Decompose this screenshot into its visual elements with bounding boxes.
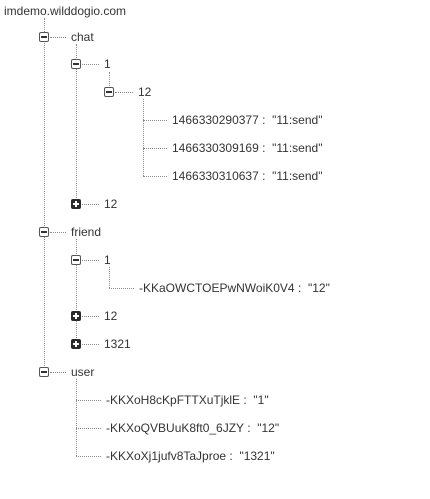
root-label[interactable]: imdemo.wilddogio.com bbox=[4, 4, 127, 18]
tree-line bbox=[82, 344, 99, 345]
list-item: -KKaOWCTOEPwNWoiK0V4 : "12" bbox=[139, 281, 330, 295]
leaf-key[interactable]: 1466330309169 bbox=[172, 141, 259, 155]
tree-line bbox=[76, 456, 101, 457]
chat-1-12-node-label[interactable]: 12 bbox=[138, 85, 152, 99]
tree-line bbox=[115, 92, 133, 93]
tree-line bbox=[76, 44, 77, 204]
chat-1-node-label[interactable]: 1 bbox=[104, 57, 111, 71]
tree-line bbox=[44, 18, 45, 372]
chat-1-collapse-toggle[interactable] bbox=[71, 59, 81, 69]
list-item: -KKXoXj1jufv8TaJproe : "1321" bbox=[106, 449, 275, 463]
friend-12-expand-toggle[interactable] bbox=[71, 311, 81, 321]
tree-line bbox=[143, 176, 167, 177]
friend-12-node-label[interactable]: 12 bbox=[104, 309, 118, 323]
chat-collapse-toggle[interactable] bbox=[39, 32, 49, 42]
chat-12-node-label[interactable]: 12 bbox=[104, 197, 118, 211]
tree-line bbox=[50, 372, 66, 373]
tree-line bbox=[109, 288, 134, 289]
tree-line bbox=[76, 379, 77, 456]
tree-line bbox=[109, 72, 110, 92]
user-node-label[interactable]: user bbox=[71, 365, 95, 379]
chat-12-expand-toggle[interactable] bbox=[71, 199, 81, 209]
leaf-separator: : bbox=[247, 421, 251, 435]
leaf-value[interactable]: "11:send" bbox=[272, 169, 323, 183]
tree-line bbox=[143, 99, 144, 176]
leaf-key[interactable]: -KKaOWCTOEPwNWoiK0V4 bbox=[139, 281, 295, 295]
tree-line bbox=[143, 148, 167, 149]
leaf-separator: : bbox=[262, 113, 266, 127]
friend-1321-expand-toggle[interactable] bbox=[71, 339, 81, 349]
tree-line bbox=[82, 260, 99, 261]
list-item: 1466330290377 : "11:send" bbox=[172, 113, 322, 127]
leaf-key[interactable]: -KKXoXj1jufv8TaJproe bbox=[106, 449, 227, 463]
leaf-key[interactable]: 1466330290377 bbox=[172, 113, 259, 127]
list-item: -KKXoQVBUuK8ft0_6JZY : "12" bbox=[106, 421, 279, 435]
tree-line bbox=[82, 316, 99, 317]
tree-line bbox=[50, 232, 66, 233]
chat-node-label[interactable]: chat bbox=[71, 30, 94, 44]
tree-line bbox=[76, 239, 77, 344]
list-item: 1466330309169 : "11:send" bbox=[172, 141, 322, 155]
leaf-separator: : bbox=[262, 169, 266, 183]
list-item: 1466330310637 : "11:send" bbox=[172, 169, 322, 183]
tree-line bbox=[143, 120, 167, 121]
leaf-value[interactable]: "12" bbox=[257, 421, 280, 435]
user-collapse-toggle[interactable] bbox=[39, 367, 49, 377]
tree-line bbox=[50, 37, 66, 38]
leaf-key[interactable]: 1466330310637 bbox=[172, 169, 259, 183]
tree-line bbox=[76, 400, 101, 401]
leaf-value[interactable]: "11:send" bbox=[272, 141, 323, 155]
leaf-separator: : bbox=[229, 449, 233, 463]
list-item: -KKXoH8cKpFTTXuTjklE : "1" bbox=[106, 393, 269, 407]
leaf-separator: : bbox=[297, 281, 302, 295]
leaf-key[interactable]: -KKXoQVBUuK8ft0_6JZY bbox=[106, 421, 244, 435]
chat-1-12-collapse-toggle[interactable] bbox=[104, 87, 114, 97]
leaf-separator: : bbox=[262, 141, 266, 155]
tree-line bbox=[76, 428, 101, 429]
friend-1321-node-label[interactable]: 1321 bbox=[104, 337, 131, 351]
friend-collapse-toggle[interactable] bbox=[39, 227, 49, 237]
tree-line bbox=[82, 64, 99, 65]
leaf-separator: : bbox=[243, 393, 247, 407]
leaf-value[interactable]: "12" bbox=[307, 281, 330, 295]
leaf-value[interactable]: "1321" bbox=[239, 449, 275, 463]
friend-1-collapse-toggle[interactable] bbox=[71, 255, 81, 265]
friend-1-node-label[interactable]: 1 bbox=[104, 253, 111, 267]
leaf-value[interactable]: "11:send" bbox=[272, 113, 323, 127]
friend-node-label[interactable]: friend bbox=[71, 225, 102, 239]
leaf-value[interactable]: "1" bbox=[253, 393, 269, 407]
leaf-key[interactable]: -KKXoH8cKpFTTXuTjklE bbox=[106, 393, 241, 407]
tree-line bbox=[109, 267, 110, 288]
tree-line bbox=[82, 204, 99, 205]
